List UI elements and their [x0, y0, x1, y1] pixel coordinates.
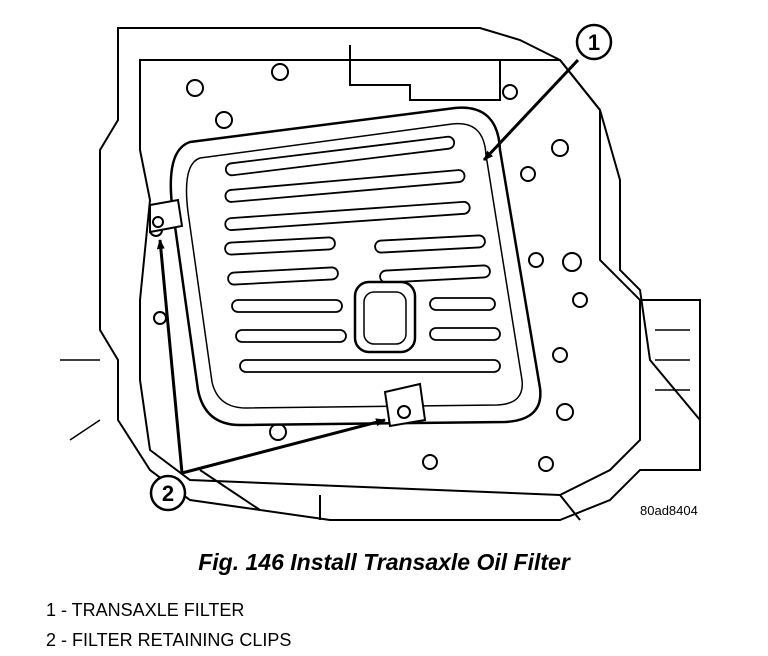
filter-ribs — [224, 135, 501, 373]
callout-2: 2 — [149, 239, 386, 512]
legend-item-2: 2 - FILTER RETAINING CLIPS — [46, 630, 292, 650]
callout-1: 1 — [482, 23, 613, 162]
transaxle-case — [60, 27, 701, 521]
filter-retaining-clips — [149, 198, 427, 428]
callout-2-number: 2 — [162, 481, 174, 506]
transaxle-filter — [169, 106, 542, 427]
figure-caption: Fig. 146 Install Transaxle Oil Filter — [198, 549, 570, 575]
callout-1-number: 1 — [588, 30, 600, 55]
filter-pickup-opening — [353, 280, 417, 354]
transaxle-filter-illustration: 1 2 — [60, 23, 701, 521]
drawing-code: 80ad8404 — [640, 503, 698, 518]
legend-item-1: 1 - TRANSAXLE FILTER — [46, 600, 245, 620]
legend: 1 - TRANSAXLE FILTER 2 - FILTER RETAININ… — [46, 595, 291, 655]
